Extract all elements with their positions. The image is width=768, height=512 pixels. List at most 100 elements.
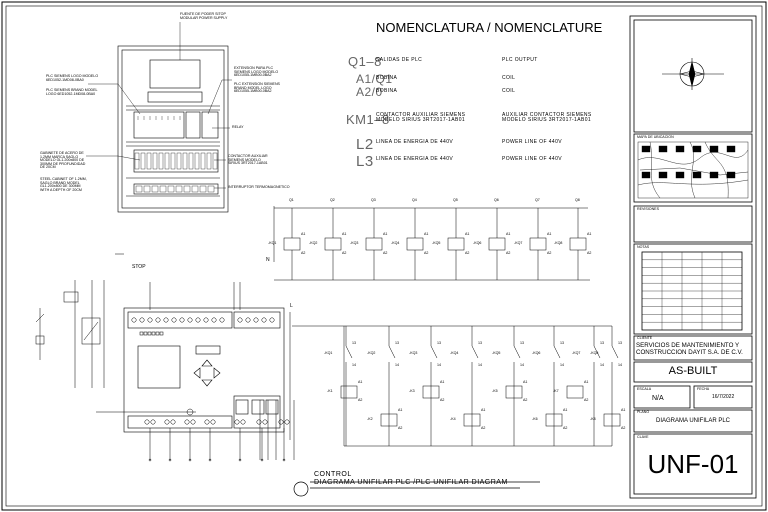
line-n-label: N bbox=[266, 257, 270, 263]
coil-a1-label: A1 bbox=[465, 232, 470, 236]
coil-a1-label: A1 bbox=[342, 232, 347, 236]
contact-13-label: 13 bbox=[352, 341, 356, 345]
coil-a1-label: A1 bbox=[301, 232, 306, 236]
coil-a2-label: A2 bbox=[383, 251, 388, 255]
contact-relay-label: -KQ5 bbox=[492, 351, 501, 355]
k-lower-label: -K6 bbox=[532, 417, 538, 421]
relay-label: -KQ6 bbox=[473, 241, 482, 245]
scale-value: N/A bbox=[652, 395, 664, 402]
coil-a2-label: A2 bbox=[584, 398, 589, 402]
nomenclature-desc-en: AUXILIAR CONTACTOR SIEMENS MODELO SIRIUS… bbox=[502, 112, 592, 123]
coil-a1-label: A1 bbox=[621, 408, 626, 412]
k-lower-label: -K4 bbox=[450, 417, 456, 421]
key-label: CLAVE bbox=[637, 435, 649, 439]
k-upper-label: -K3 bbox=[409, 389, 415, 393]
client-label: CLIENTE bbox=[637, 336, 653, 340]
coil-a1-label: A1 bbox=[481, 408, 486, 412]
nomenclature-code: A2/0 bbox=[356, 85, 383, 99]
output-label: Q3 bbox=[371, 198, 376, 202]
coil-a2-label: A2 bbox=[465, 251, 470, 255]
nomenclature-code: L2 bbox=[356, 136, 374, 153]
coil-a1-label: A1 bbox=[358, 380, 363, 384]
scale-label: ESCALA bbox=[637, 387, 652, 391]
coil-a1-label: A1 bbox=[584, 380, 589, 384]
status-badge: AS-BUILT bbox=[668, 365, 718, 377]
page-title: NOMENCLATURA / NOMENCLATURE bbox=[376, 20, 603, 35]
relay-label: -KQ7 bbox=[514, 241, 523, 245]
coil-a2-label: A2 bbox=[301, 251, 306, 255]
coil-a2-label: A2 bbox=[481, 426, 486, 430]
coil-a1-label: A1 bbox=[547, 232, 552, 236]
k-lower-label: -K8 bbox=[590, 417, 596, 421]
contact-14-label: 14 bbox=[437, 363, 441, 367]
contact-14-label: 14 bbox=[600, 363, 604, 367]
coil-a2-label: A2 bbox=[563, 426, 568, 430]
contact-14-label: 14 bbox=[395, 363, 399, 367]
relay-label: -KQ2 bbox=[309, 241, 318, 245]
contact-13-label: 13 bbox=[478, 341, 482, 345]
coil-a2-label: A2 bbox=[547, 251, 552, 255]
contact-14-label: 14 bbox=[352, 363, 356, 367]
output-label: Q6 bbox=[494, 198, 499, 202]
cabinet-drawing bbox=[117, 45, 229, 213]
relay-label: -KQ1 bbox=[268, 241, 277, 245]
contact-relay-label: -KQ7 bbox=[572, 351, 581, 355]
contact-relay-label: -KQ2 bbox=[367, 351, 376, 355]
footer-title-line2: DIAGRAMA UNIFILAR PLC /PLC UNIFILAR DIAG… bbox=[314, 479, 508, 486]
stop-label: STOP bbox=[132, 264, 146, 270]
coil-a2-label: A2 bbox=[424, 251, 429, 255]
output-label: Q5 bbox=[453, 198, 458, 202]
nomenclature-desc-en: COIL bbox=[502, 88, 516, 94]
nomenclature-desc-es: BOBINA bbox=[376, 75, 398, 81]
output-label: Q2 bbox=[330, 198, 335, 202]
nomenclature-code: Q1–8 bbox=[348, 54, 382, 69]
coil-a2-label: A2 bbox=[587, 251, 592, 255]
plan-label: PLANO bbox=[637, 410, 650, 414]
output-label: Q8 bbox=[575, 198, 580, 202]
contact-relay-label: -KQ1 bbox=[324, 351, 333, 355]
footer-title-line1: CONTROL bbox=[314, 471, 352, 478]
revisions-label: REVISIONES bbox=[637, 207, 659, 211]
contact-13-label: 13 bbox=[600, 341, 604, 345]
coil-a1-label: A1 bbox=[440, 380, 445, 384]
nomenclature-desc-es: SALIDAS DE PLC bbox=[376, 57, 423, 63]
nomenclature-desc-es: CONTACTOR AUXILIAR SIEMENS MODELO SIRIUS… bbox=[376, 112, 466, 123]
coil-a1-label: A1 bbox=[563, 408, 568, 412]
note-relay: RELAY bbox=[232, 125, 244, 129]
nomenclature-desc-en: POWER LINE OF 440V bbox=[502, 156, 562, 162]
note-plc-en: PLC SIEMENS BRAND MODEL LOGO 6ED1052-1MD… bbox=[46, 88, 98, 96]
cabinet-leaders bbox=[86, 22, 232, 189]
nomenclature-code: KM1–8 bbox=[346, 112, 390, 127]
compass-icon bbox=[662, 58, 724, 90]
coil-a1-label: A1 bbox=[424, 232, 429, 236]
relay-label: -KQ8 bbox=[554, 241, 563, 245]
coil-a2-label: A2 bbox=[358, 398, 363, 402]
contact-13-label: 13 bbox=[437, 341, 441, 345]
note-power-supply: FUENTE DE PODER SITOP MODULAR POWER SUPP… bbox=[180, 12, 228, 20]
relay-circuit bbox=[273, 206, 590, 281]
plc-drawing bbox=[123, 307, 285, 433]
location-map-label: MAPA DE UBICACION bbox=[637, 135, 674, 139]
note-plc: PLC SIEMENS LOGO MODELO 6ED1052-1MD08-0B… bbox=[46, 74, 99, 82]
company-name: SERVICIOS DE MANTENIMIENTO Y CONSTRUCCIO… bbox=[636, 342, 743, 357]
note-cabinet: GABINETE DE ACERO DE 1.2MM MARCA SAGLO M… bbox=[40, 151, 86, 170]
contact-14-label: 14 bbox=[560, 363, 564, 367]
date-label: FECHA bbox=[697, 387, 710, 391]
output-label: Q1 bbox=[289, 198, 294, 202]
coil-a2-label: A2 bbox=[506, 251, 511, 255]
output-label: Q7 bbox=[535, 198, 540, 202]
note-cabinet-en: STEEL CABINET OF 1.2MM, SAGLO BRAND MODE… bbox=[40, 177, 87, 192]
nomenclature-code: L3 bbox=[356, 153, 374, 170]
note-extension-en: PLC EXTENSION SIEMENS BRAND MODEL LOGO 6… bbox=[234, 82, 280, 94]
nomenclature-desc-es: LINEA DE ENERGIA DE 440V bbox=[376, 139, 454, 145]
contact-relay-label: -KQ4 bbox=[450, 351, 459, 355]
coil-a2-label: A2 bbox=[342, 251, 347, 255]
k-upper-label: -K7 bbox=[553, 389, 559, 393]
nomenclature-desc-es: BOBINA bbox=[376, 88, 398, 94]
contact-14-label: 14 bbox=[478, 363, 482, 367]
output-label: Q4 bbox=[412, 198, 417, 202]
contact-14-label: 14 bbox=[618, 363, 622, 367]
nomenclature-code: A1/Q1 bbox=[356, 72, 393, 86]
relay-label: -KQ4 bbox=[391, 241, 400, 245]
